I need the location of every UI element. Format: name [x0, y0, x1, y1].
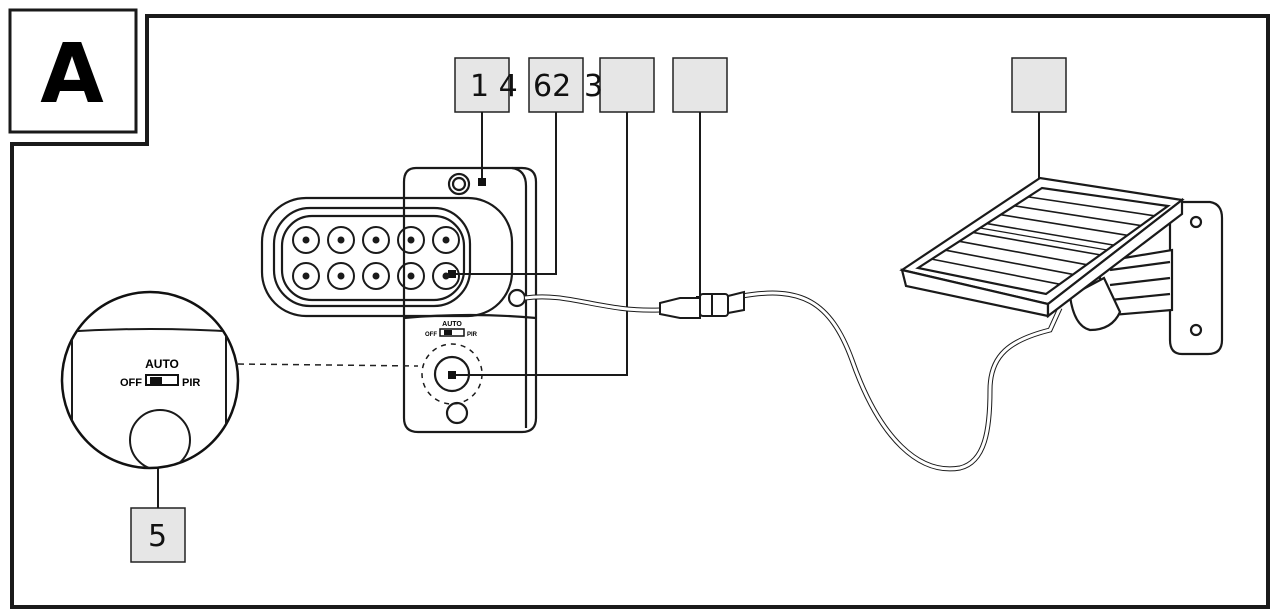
svg-text:PIR: PIR [182, 377, 200, 389]
solar-cell-line-8 [1028, 196, 1155, 217]
label-frame-inner [8, 8, 138, 134]
solar-cell-line-3 [959, 240, 1087, 266]
cable-port [507, 288, 527, 308]
led-core-6 [302, 272, 310, 280]
magnifier-dashed-link [237, 363, 419, 367]
leader-b [452, 112, 557, 275]
solar-cells [931, 196, 1155, 286]
callout-box-a: 1 4 [454, 57, 518, 113]
mounting-plate [402, 166, 538, 434]
power-button-ring [421, 343, 483, 405]
solar-cell-line-7 [1014, 204, 1142, 227]
light-unit [260, 166, 538, 434]
lamp-head [260, 196, 514, 318]
led-core-10 [442, 272, 450, 280]
callout-box-c: 3 [584, 57, 655, 113]
svg-text:5: 5 [148, 519, 167, 554]
mounting-screw-top [447, 172, 471, 196]
svg-text:AUTO: AUTO [145, 357, 179, 371]
callout-box-d [672, 57, 728, 113]
magnifier-detail: AUTO OFF PIR [60, 290, 240, 470]
panel-label: A [40, 27, 104, 122]
callout-box-e [1011, 57, 1067, 113]
led-7 [327, 262, 355, 290]
solar-cell-divider [979, 227, 1108, 251]
solar-cell-line-6 [1000, 213, 1128, 237]
mounting-screw-bottom [445, 401, 469, 425]
led-core-5 [442, 236, 450, 244]
housing-switch: AUTO OFF PIR [425, 321, 478, 338]
led-core-7 [337, 272, 345, 280]
led-9 [397, 262, 425, 290]
cable-connector [659, 290, 745, 319]
figure-frame [10, 14, 1270, 609]
led-array [292, 226, 460, 290]
led-8 [362, 262, 390, 290]
solar-cell-line-5 [986, 222, 1114, 246]
led-10 [432, 262, 460, 290]
led-1 [292, 226, 320, 254]
led-core-4 [407, 236, 415, 244]
leader-c [452, 112, 628, 376]
cable [524, 290, 1063, 472]
solar-cell-line-1 [931, 258, 1060, 286]
solar-cell-line-4 [972, 231, 1101, 256]
svg-text:62: 62 [533, 69, 571, 104]
callout-box-f: 5 [130, 507, 186, 563]
led-6 [292, 262, 320, 290]
magnified-switch [145, 374, 179, 386]
led-2 [327, 226, 355, 254]
led-core-1 [302, 236, 310, 244]
svg-text:OFF: OFF [425, 332, 437, 338]
magnified-button [129, 409, 191, 468]
led-4 [397, 226, 425, 254]
led-core-9 [407, 272, 415, 280]
svg-text:AUTO: AUTO [442, 321, 462, 328]
led-core-2 [337, 236, 345, 244]
svg-text:3: 3 [584, 69, 603, 104]
led-3 [362, 226, 390, 254]
callout-box-b: 62 [528, 57, 584, 113]
power-button [433, 355, 471, 393]
led-core-8 [372, 272, 380, 280]
svg-text:1 4: 1 4 [470, 69, 518, 104]
led-5 [432, 226, 460, 254]
svg-text:PIR: PIR [467, 332, 478, 338]
led-core-3 [372, 236, 380, 244]
solar-cell-line-2 [945, 249, 1074, 276]
svg-text:OFF: OFF [120, 377, 142, 389]
